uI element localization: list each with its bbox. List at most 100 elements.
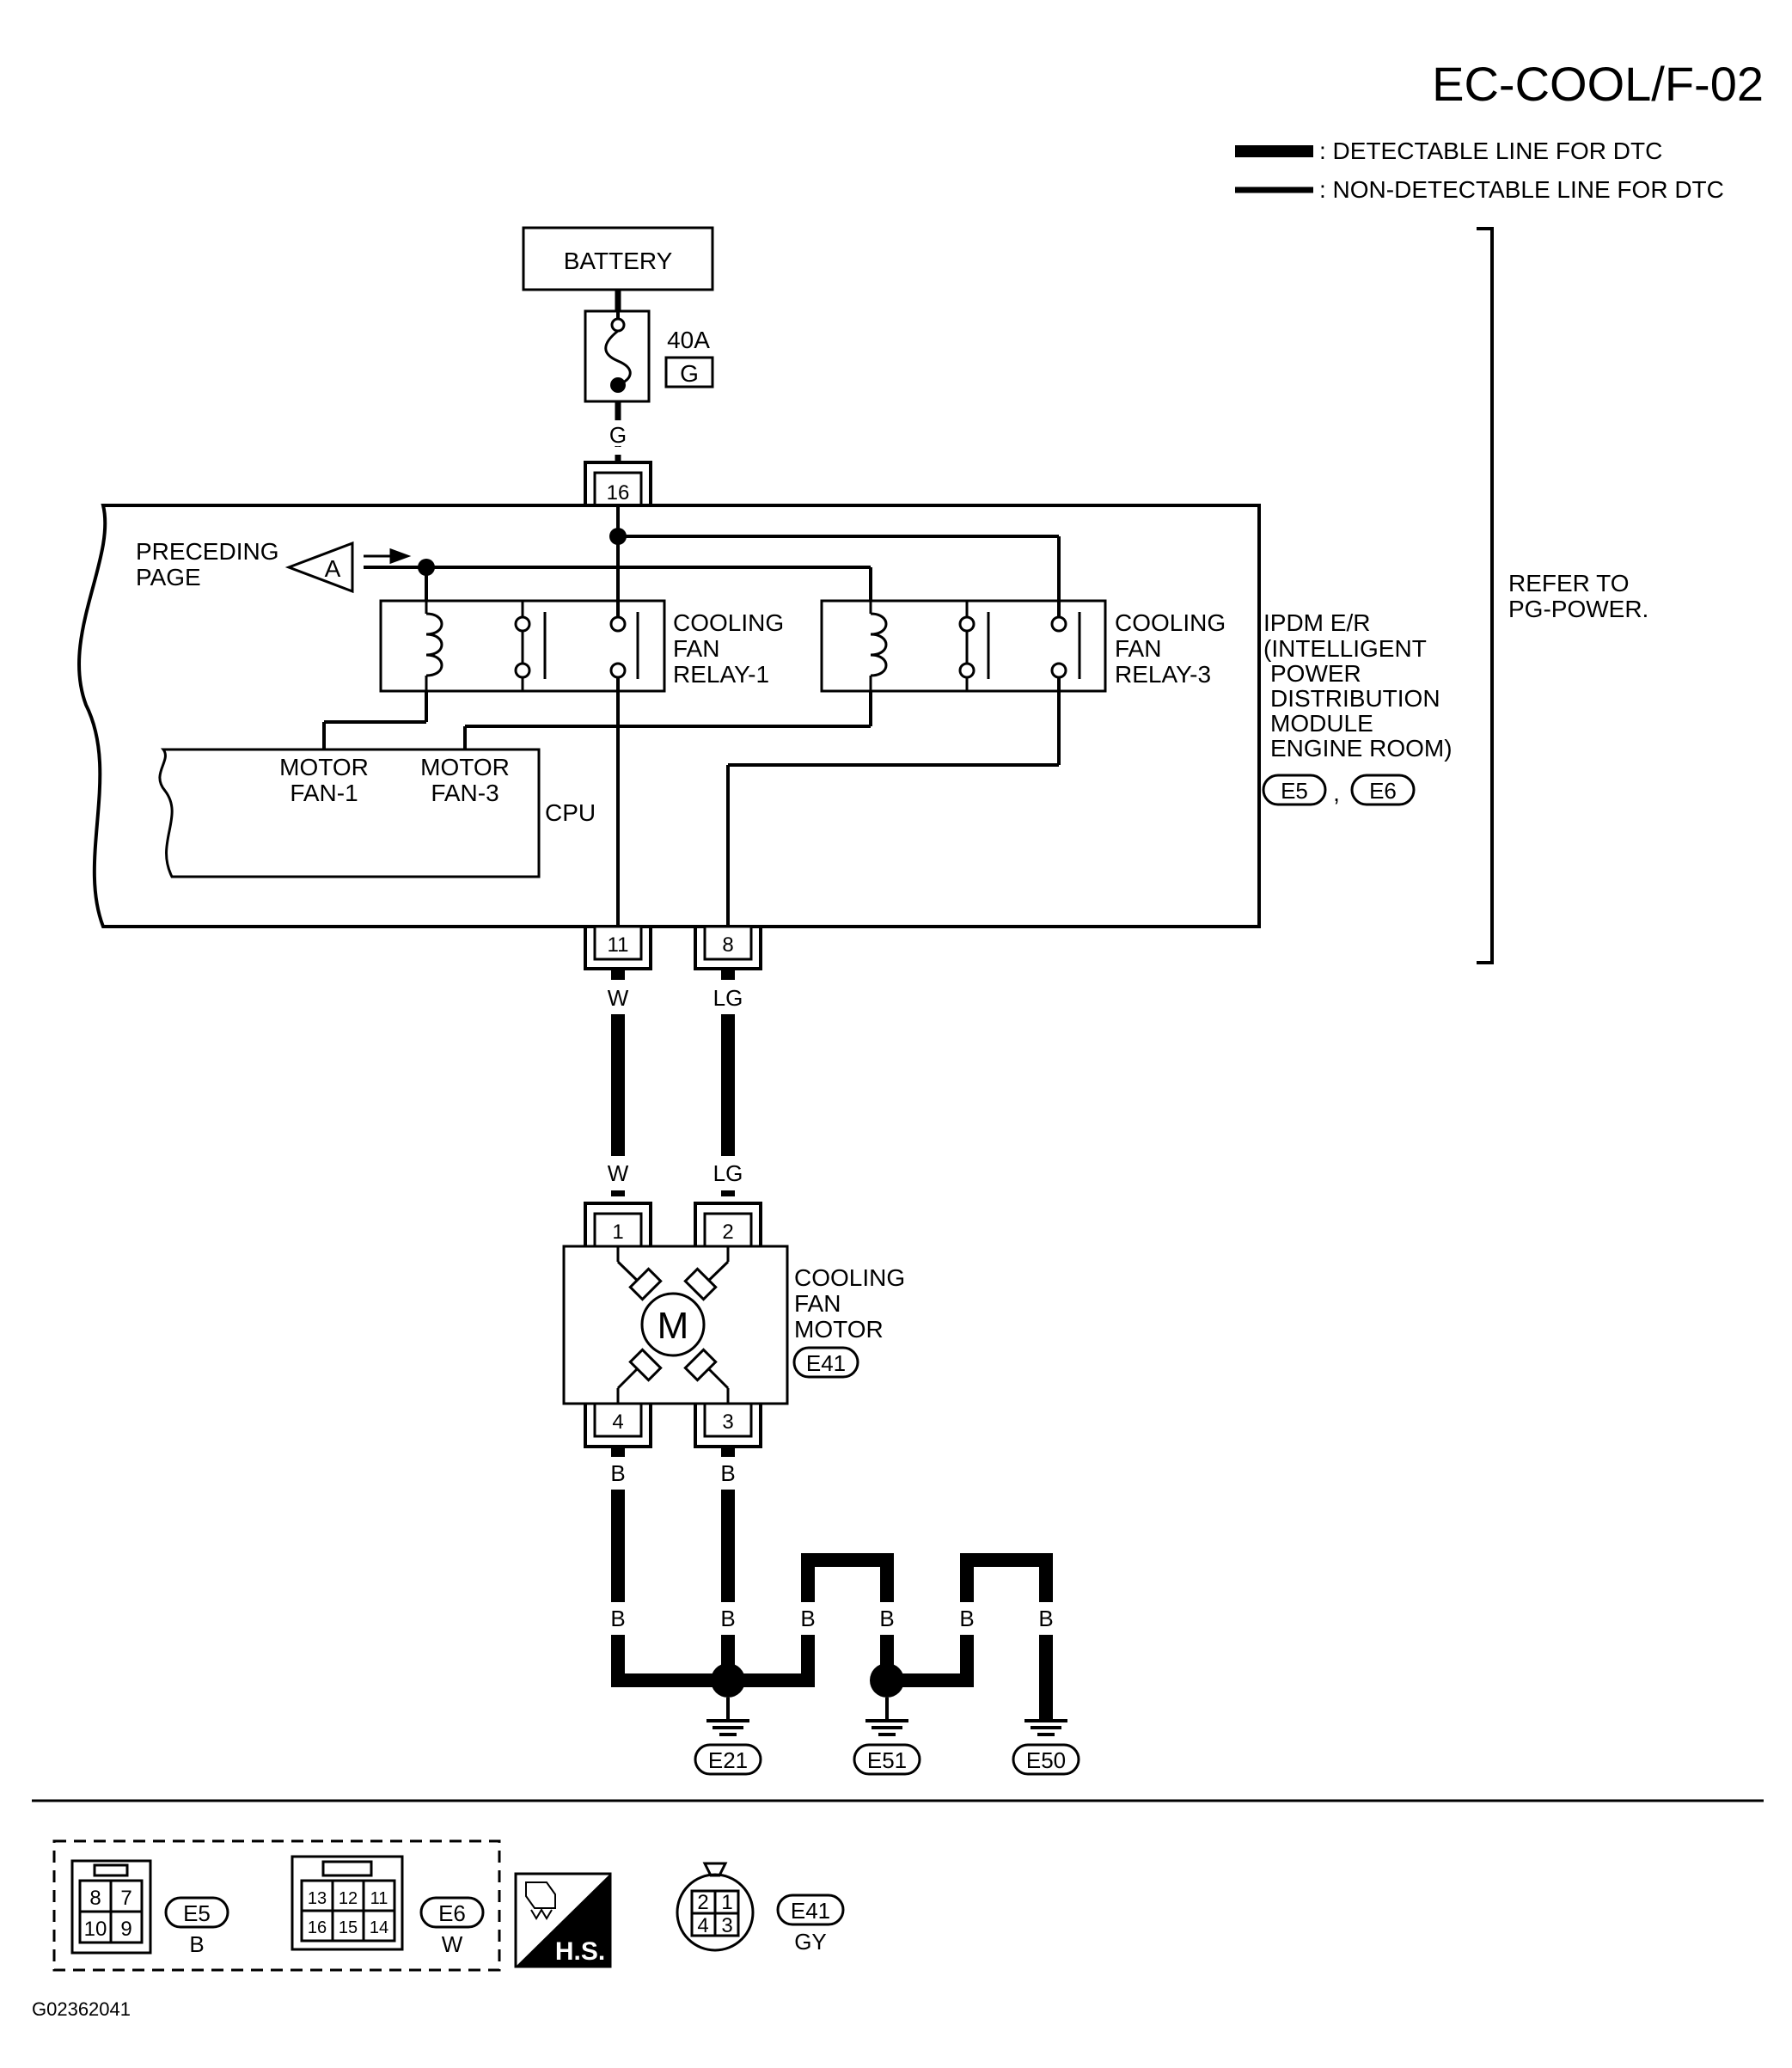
relay-3-label-2: FAN bbox=[1115, 635, 1161, 662]
ground-splice-e51 bbox=[870, 1663, 904, 1698]
figure-id: G02362041 bbox=[32, 1998, 131, 2020]
preceding-arrow bbox=[364, 548, 412, 565]
pin-8-label: 8 bbox=[722, 933, 733, 957]
pin-16: 16 bbox=[584, 461, 652, 507]
ground-e50-label: E50 bbox=[1026, 1747, 1066, 1773]
relay-1-label-3: RELAY-1 bbox=[673, 661, 769, 688]
ipdm-box bbox=[77, 504, 1261, 928]
wire-lg-label-bg-top bbox=[706, 980, 749, 1014]
connector-e6-face: 13 12 11 16 15 14 bbox=[291, 1855, 404, 1951]
connector-e41-face: 2 1 4 3 bbox=[676, 1862, 755, 1952]
cpu-motor-fan3-line2: FAN-3 bbox=[431, 780, 498, 806]
pin-16-label: 16 bbox=[607, 481, 630, 505]
refer-bracket bbox=[1477, 227, 1494, 964]
ipdm-label-4: DISTRIBUTION bbox=[1270, 685, 1440, 712]
ipdm-label-6: ENGINE ROOM) bbox=[1270, 735, 1453, 762]
battery-label: BATTERY bbox=[564, 248, 673, 274]
ipdm-label-2: (INTELLIGENT bbox=[1263, 635, 1427, 662]
ground-splice-e21 bbox=[711, 1663, 745, 1698]
pin-3: 3 bbox=[694, 1402, 762, 1448]
ground-wiring bbox=[611, 1447, 1053, 1719]
pin-2: 2 bbox=[694, 1202, 762, 1248]
e5-pin-9: 9 bbox=[120, 1918, 131, 1941]
connector-e5-face: 8 7 10 9 bbox=[70, 1859, 152, 1955]
e41-pin-4: 4 bbox=[697, 1914, 708, 1937]
e41-pin-1: 1 bbox=[721, 1891, 732, 1914]
ground-e21-label: E21 bbox=[708, 1747, 748, 1773]
connector-e5-color: B bbox=[189, 1931, 204, 1957]
wire-w-label-bg-bottom bbox=[601, 1156, 635, 1190]
page-code: EC-COOL/F-02 bbox=[1432, 57, 1764, 111]
ground-e21 bbox=[706, 1698, 749, 1736]
fuse-40a bbox=[584, 309, 651, 403]
wire-label-b-4: B bbox=[720, 1606, 735, 1631]
e5-pin-10: 10 bbox=[84, 1918, 107, 1941]
ipdm-conn-e6: E6 bbox=[1369, 778, 1397, 804]
motor-symbol: M bbox=[657, 1305, 689, 1347]
connector-e6-badge bbox=[419, 1896, 485, 1929]
refer-label-2: PG-POWER. bbox=[1508, 596, 1648, 622]
wire-label-b-2: B bbox=[720, 1460, 735, 1486]
refer-label-1: REFER TO bbox=[1508, 570, 1630, 597]
connector-group-frame bbox=[52, 1839, 501, 1972]
e5-pin-7: 7 bbox=[120, 1887, 131, 1910]
harness-side-label: H.S. bbox=[555, 1937, 605, 1966]
wire-label-b-3: B bbox=[610, 1606, 625, 1631]
ipdm-conn-e5: E5 bbox=[1281, 778, 1308, 804]
ipdm-internal-wiring bbox=[322, 505, 1061, 931]
e6-pin-12: 12 bbox=[339, 1889, 358, 1908]
wire-label-b-8: B bbox=[1038, 1606, 1053, 1631]
wire-label-w-bottom: W bbox=[608, 1160, 629, 1186]
ground-e50-badge bbox=[1012, 1743, 1080, 1776]
junction-preceding bbox=[418, 559, 435, 576]
relay-1-label-1: COOLING bbox=[673, 609, 784, 636]
ipdm-conn-sep: , bbox=[1333, 780, 1340, 806]
connector-e41-badge bbox=[776, 1894, 845, 1926]
cpu-label: CPU bbox=[545, 799, 596, 826]
ipdm-conn-e5-badge bbox=[1262, 774, 1327, 806]
pin-1-label: 1 bbox=[612, 1221, 623, 1244]
preceding-marker bbox=[284, 541, 354, 594]
connector-e5-badge bbox=[164, 1896, 229, 1929]
pin-2-label: 2 bbox=[722, 1221, 733, 1244]
motor-label-3: MOTOR bbox=[794, 1316, 884, 1343]
pin-8: 8 bbox=[694, 925, 762, 970]
cpu-box bbox=[158, 748, 541, 878]
wire-label-b-1: B bbox=[610, 1460, 625, 1486]
wire-label-b-5: B bbox=[800, 1606, 815, 1631]
e6-pin-15: 15 bbox=[339, 1918, 358, 1937]
e41-pin-3: 3 bbox=[721, 1914, 732, 1937]
cooling-fan-motor: M bbox=[562, 1245, 789, 1405]
legend-non-detectable-label: : NON-DETECTABLE LINE FOR DTC bbox=[1319, 176, 1724, 203]
ipdm-label-5: MODULE bbox=[1270, 710, 1373, 737]
connector-e5-id: E5 bbox=[183, 1900, 211, 1926]
legend: : DETECTABLE LINE FOR DTC : NON-DETECTAB… bbox=[1235, 138, 1724, 203]
relay-1-label-2: FAN bbox=[673, 635, 719, 662]
pin-3-label: 3 bbox=[722, 1410, 733, 1434]
e5-pin-8: 8 bbox=[89, 1887, 101, 1910]
wire-label-b-7: B bbox=[959, 1606, 974, 1631]
e6-pin-11: 11 bbox=[370, 1889, 388, 1908]
b-wire-labels: B B B B B B B B bbox=[602, 1457, 1061, 1635]
connector-e6-id: E6 bbox=[438, 1900, 466, 1926]
ipdm-label-1: IPDM E/R bbox=[1263, 609, 1370, 636]
relay-3-label-1: COOLING bbox=[1115, 609, 1226, 636]
connector-e6-color: W bbox=[442, 1931, 463, 1957]
wire-label-b-6: B bbox=[879, 1606, 894, 1631]
harness-side-icon: H.S. bbox=[514, 1872, 612, 1968]
fuse-location-box bbox=[664, 356, 714, 389]
e6-pin-13: 13 bbox=[308, 1889, 327, 1908]
ipdm-label-3: POWER bbox=[1270, 660, 1361, 687]
ground-e21-badge bbox=[694, 1743, 762, 1776]
ground-e50 bbox=[1024, 1719, 1067, 1736]
cpu-motor-fan1-line2: FAN-1 bbox=[290, 780, 358, 806]
fuse-rating: 40A bbox=[667, 327, 710, 353]
e41-pin-2: 2 bbox=[697, 1891, 708, 1914]
wire-lg-label-bg-bottom bbox=[706, 1156, 749, 1190]
cpu-motor-fan3-line1: MOTOR bbox=[420, 754, 510, 780]
wire-label-g: G bbox=[609, 422, 627, 448]
cooling-fan-relay-3 bbox=[820, 599, 1107, 693]
pin-11-label: 11 bbox=[608, 933, 629, 957]
cpu-motor-fan1-line1: MOTOR bbox=[279, 754, 369, 780]
